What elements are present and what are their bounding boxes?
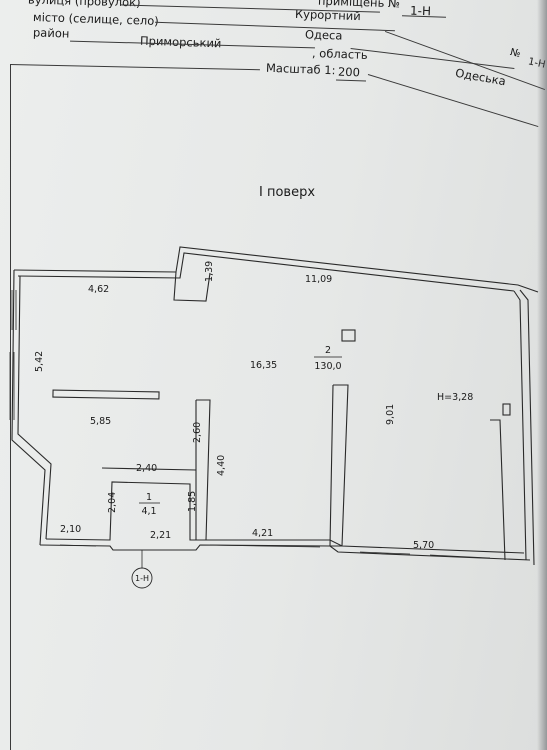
dim-bottom-left: 2,10 [60, 524, 81, 535]
floor-title: І поверх [259, 185, 315, 200]
inner-partitions [52, 329, 511, 561]
dim-left-wall: 5,42 [34, 351, 45, 372]
room-2-area: 130,0 [314, 361, 341, 372]
dim-room1-bottom: 2,21 [150, 530, 171, 541]
room-2-number: 2 [325, 345, 331, 356]
dim-partition-inner: 5,85 [90, 416, 111, 427]
page-edge-shadow [537, 0, 547, 750]
dim-top-left-wall: 4,62 [88, 284, 109, 295]
dim-corridor-depth: 2,04 [107, 492, 118, 513]
room-1-number: 1 [146, 492, 152, 503]
room-1-area: 4,1 [141, 506, 156, 517]
frame-left-line [10, 64, 11, 750]
axis-marker: 1-Н [131, 550, 153, 589]
dim-partition-low: 4,40 [216, 455, 227, 476]
room-2-label: 2 130,0 [314, 345, 342, 372]
dim-partition-height: 2,60 [192, 422, 203, 443]
dim-bottom-right: 5,70 [413, 540, 434, 551]
dim-room1-top: 2,40 [136, 463, 157, 474]
dim-bottom-mid: 4,21 [252, 528, 273, 539]
room-1-label: 1 4,1 [139, 492, 160, 517]
dim-top-right-wall: 11,09 [305, 274, 332, 285]
ceiling-height-label: Н=3,28 [437, 392, 473, 403]
windows [9, 290, 491, 559]
dim-room1-height: 1,85 [187, 491, 198, 512]
dim-top-notch: 1,39 [204, 261, 215, 282]
dim-room2-width: 16,35 [250, 360, 277, 371]
axis-marker-label: 1-Н [135, 574, 149, 583]
outer-walls [11, 246, 539, 566]
dim-right-inner-wall: 9,01 [385, 404, 396, 425]
